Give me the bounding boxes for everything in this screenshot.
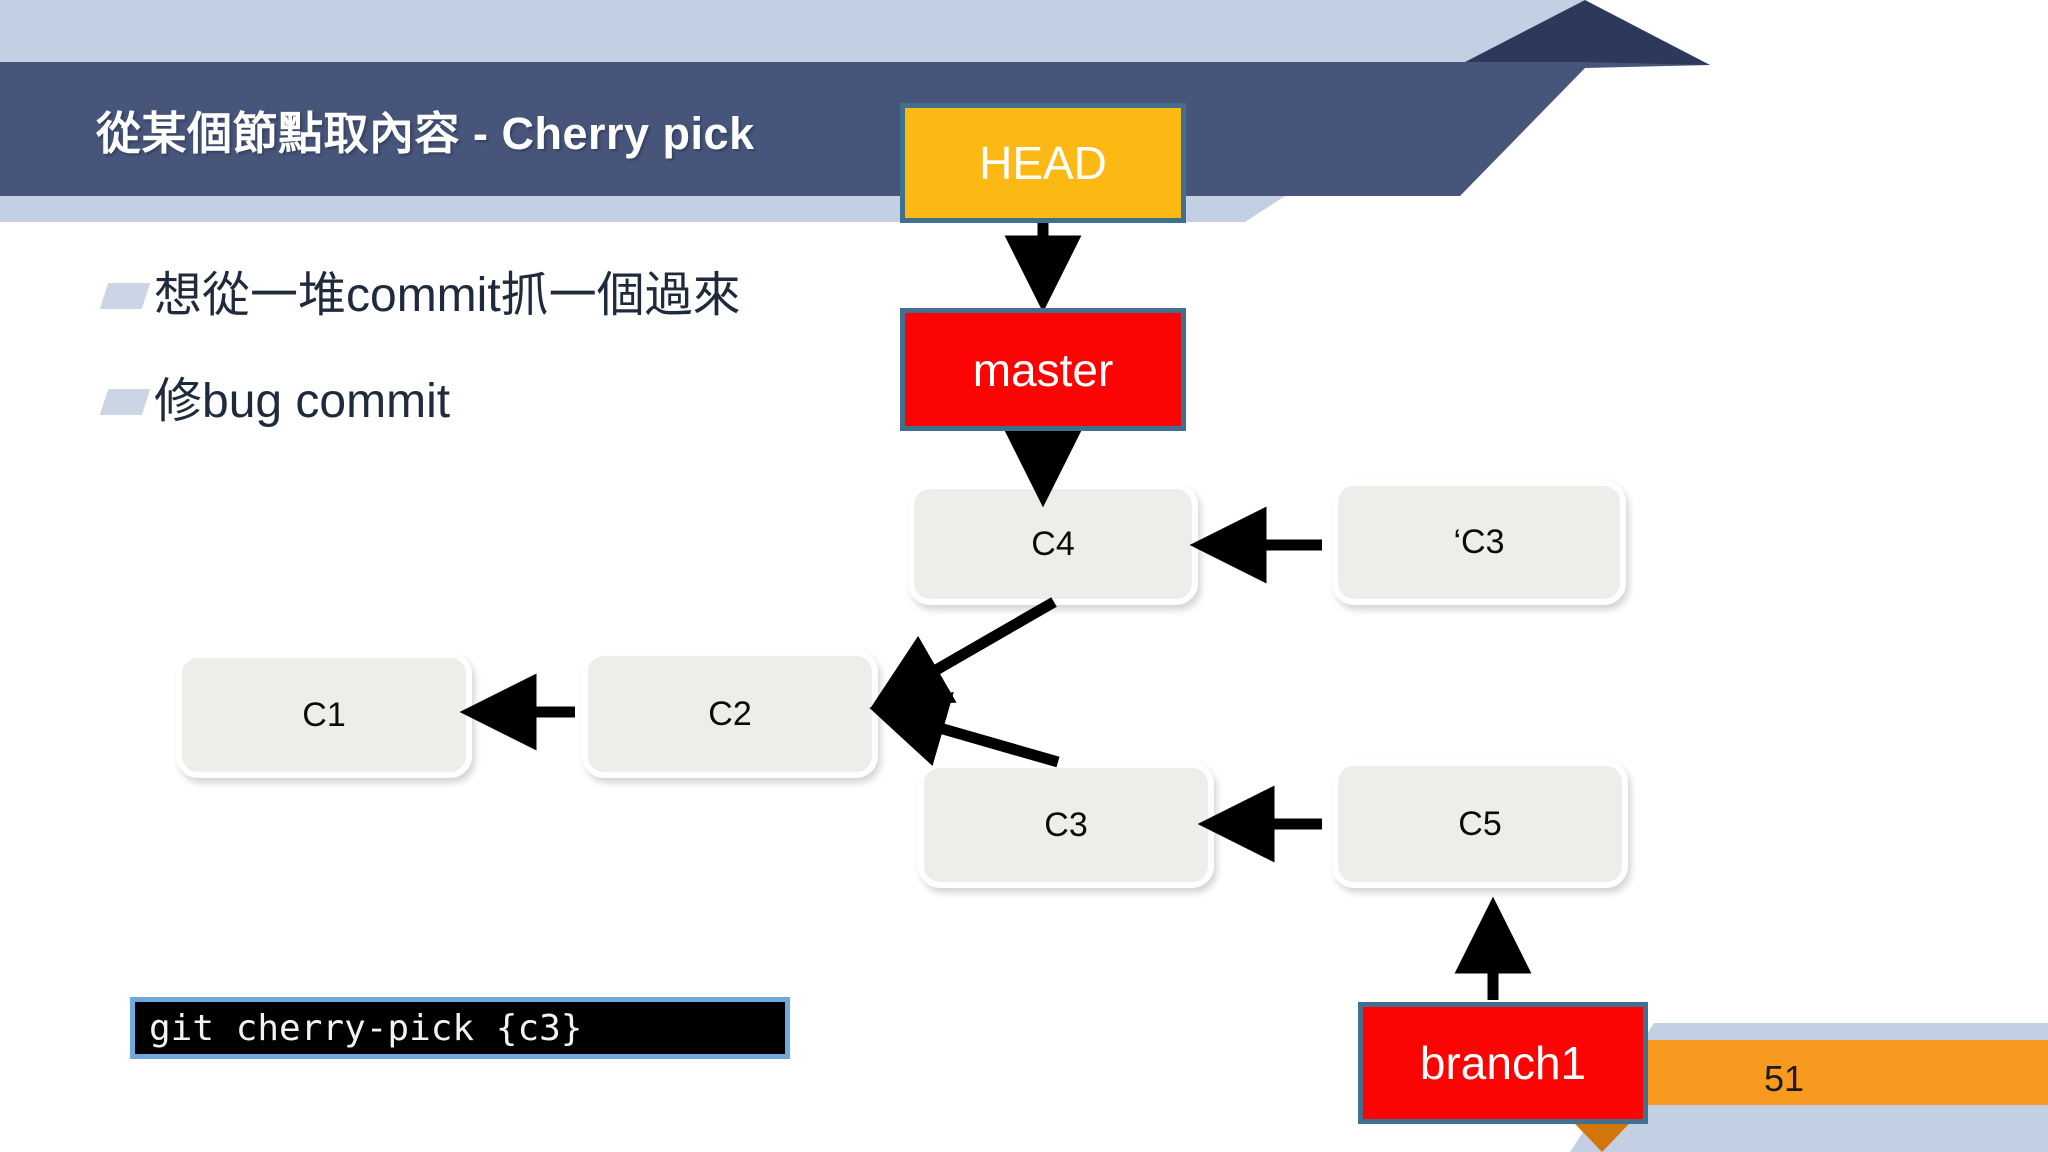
commit-node-label: C4 <box>1031 524 1075 563</box>
header-navy-shape <box>0 62 1710 196</box>
commit-node-label: C5 <box>1458 804 1502 843</box>
ref-label-head[interactable]: HEAD <box>900 103 1186 223</box>
bullet-marker-icon <box>99 283 151 309</box>
commit-node-label: C2 <box>708 694 752 733</box>
header-light-top-shape <box>0 0 1585 62</box>
commit-node-c2[interactable]: C2 <box>582 650 878 778</box>
header-fold-shape <box>1465 0 1710 65</box>
bullet-item-1: 想從一堆commit抓一個過來 <box>99 269 741 322</box>
footer-orange-shape <box>1624 1040 2048 1105</box>
commit-node-c3prime[interactable]: ‘C3 <box>1332 480 1626 605</box>
page-number: 51 <box>1763 1058 1805 1099</box>
edge-c4-c2 <box>870 597 1057 708</box>
ref-label-text: HEAD <box>979 137 1107 189</box>
commit-node-label: ‘C3 <box>1453 523 1505 561</box>
page-title: 從某個節點取內容 - Cherry pick <box>96 108 755 159</box>
commit-node-label: C3 <box>1044 805 1088 844</box>
commit-node-c4[interactable]: C4 <box>908 483 1198 605</box>
bullet-item-2: 修bug commit <box>99 375 451 428</box>
ref-label-text: branch1 <box>1419 1037 1587 1089</box>
ref-label-text: master <box>972 343 1114 396</box>
commit-node-c1[interactable]: C1 <box>176 652 472 778</box>
bullet-marker-icon <box>99 389 151 415</box>
ref-label-master[interactable]: master <box>900 308 1186 431</box>
command-text: git cherry-pick {c3} <box>149 1007 583 1049</box>
commit-node-c5[interactable]: C5 <box>1332 760 1628 888</box>
ref-label-branch1[interactable]: branch1 <box>1358 1002 1648 1124</box>
commit-node-label: C1 <box>302 695 346 734</box>
edge-c3-c2 <box>869 692 1060 768</box>
bullet-label: 修bug commit <box>154 375 451 428</box>
bullet-label: 想從一堆commit抓一個過來 <box>154 269 741 322</box>
commit-node-c3[interactable]: C3 <box>918 762 1214 888</box>
command-box[interactable]: git cherry-pick {c3} <box>130 997 790 1059</box>
